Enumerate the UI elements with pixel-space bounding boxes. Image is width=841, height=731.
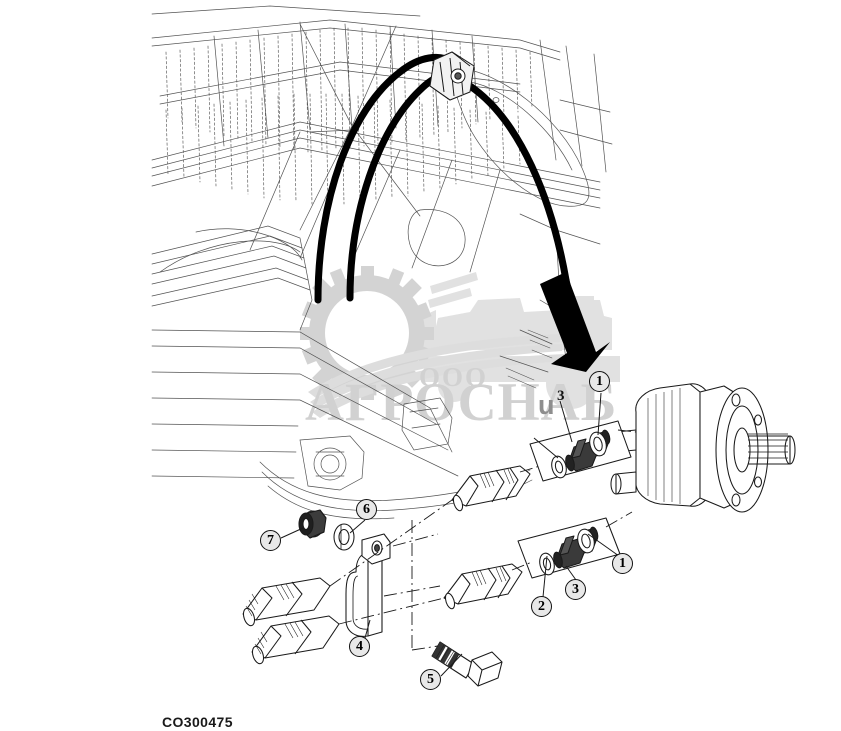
part-number-caption: CO300475: [162, 714, 233, 730]
callout-1-oring-upper: 1: [589, 371, 610, 392]
callout-5-bolt: 5: [420, 669, 441, 690]
callout-3-coupler-upper: 3: [557, 388, 565, 404]
hose-end-upper-left: [242, 577, 331, 627]
coupler-panel-lower: [517, 517, 621, 579]
part-5-bolt: [431, 641, 503, 687]
field-swoosh-icon: [308, 334, 564, 418]
callout-4-bracket: 4: [349, 636, 370, 657]
hose-end-lower-mid: [443, 563, 523, 610]
callout-3-coupler-lower: 3: [565, 579, 586, 600]
part-7-fitting: [298, 509, 327, 539]
hose-end-lower-left: [251, 615, 340, 665]
part-6-washer: [333, 523, 355, 551]
hydraulic-motor: [610, 383, 796, 513]
callout-6-washer: 6: [356, 499, 377, 520]
coupler-panel-upper: [529, 420, 632, 482]
hose-end-upper-mid: [451, 465, 531, 512]
callout-1-oring-lower: 1: [612, 553, 633, 574]
direction-arrow: [540, 272, 610, 372]
leader-lines: [280, 392, 620, 677]
callout-7-fitting: 7: [260, 530, 281, 551]
assembly-centerlines: [329, 429, 637, 651]
watermark-ooo: ООО: [419, 362, 488, 392]
watermark-brand: АГРОСНАБ: [305, 372, 617, 432]
stray-glyph-u: u: [538, 390, 555, 420]
callout-2-oring: 2: [531, 596, 552, 617]
hose-coupling-block: [429, 51, 475, 101]
part-4-bracket: [345, 533, 391, 637]
